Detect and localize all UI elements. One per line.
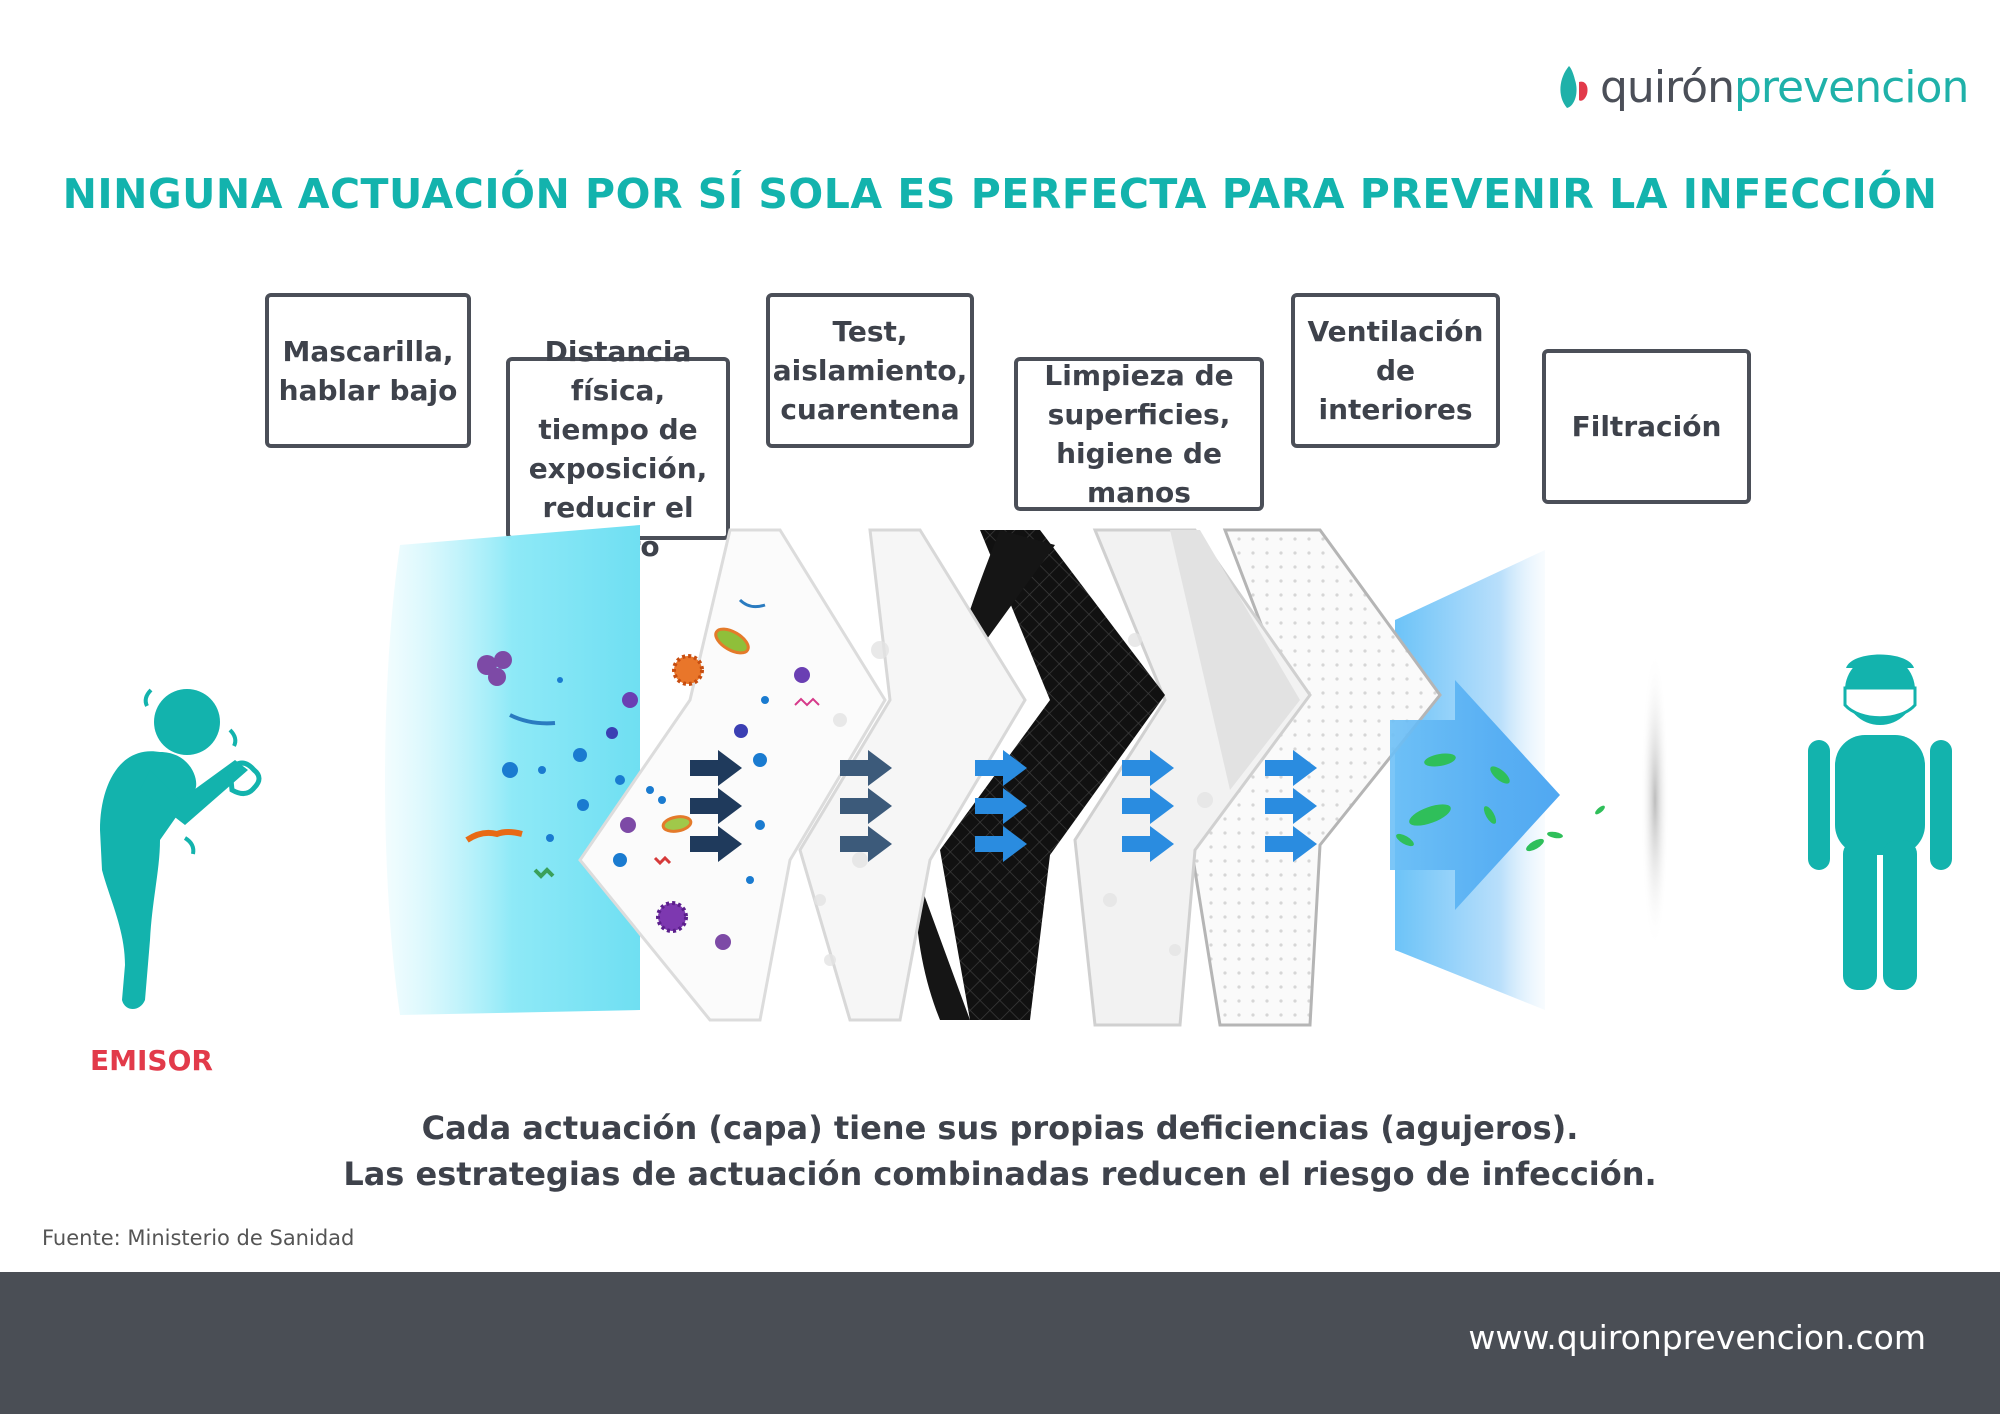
layer-3-black-mesh bbox=[940, 530, 1165, 1020]
layer-label-line: Mascarilla, bbox=[282, 334, 454, 368]
virus-icon bbox=[715, 934, 731, 950]
layer-label-line: de interiores bbox=[1318, 354, 1473, 426]
brand-logo: quirónprevencion bbox=[1555, 58, 1969, 128]
virus-icon bbox=[606, 727, 618, 739]
coughing-person-icon bbox=[100, 688, 262, 1009]
virus-icon bbox=[794, 667, 810, 683]
layer-label-limpieza: Limpieza de superficies, higiene de mano… bbox=[1014, 357, 1264, 511]
layer-label-text: Limpieza de superficies, higiene de mano… bbox=[1022, 356, 1256, 512]
leaf-icon bbox=[1409, 804, 1451, 826]
bacteria-icon bbox=[653, 855, 672, 866]
page-title: NINGUNA ACTUACIÓN POR SÍ SOLA ES PERFECT… bbox=[62, 170, 1938, 218]
layer-label-line: cuarentena bbox=[780, 393, 960, 426]
layer-label-text: Test, aislamiento, cuarentena bbox=[773, 312, 968, 429]
virus-icon bbox=[656, 901, 688, 933]
blur-barrier bbox=[1641, 650, 1669, 950]
layer-4-white bbox=[1170, 530, 1300, 790]
arrow-icon bbox=[1122, 750, 1174, 862]
leaf-icon bbox=[1526, 838, 1544, 852]
leaf-icon bbox=[1424, 753, 1456, 767]
bacteria-icon bbox=[661, 815, 693, 833]
layer-label-mascarilla: Mascarilla, hablar bajo bbox=[265, 293, 471, 448]
big-arrow-icon bbox=[1390, 680, 1560, 910]
leaf-icon bbox=[1595, 805, 1605, 815]
droplets bbox=[502, 677, 769, 884]
layer-label-line: tiempo de bbox=[538, 412, 698, 446]
bacteria-icon bbox=[794, 697, 820, 707]
layer-label-ventilacion: Ventilación de interiores bbox=[1291, 293, 1500, 448]
source-note: Fuente: Ministerio de Sanidad bbox=[42, 1226, 355, 1250]
virus-icon bbox=[672, 654, 704, 686]
virus-icon bbox=[477, 651, 512, 686]
layer-3-black-left bbox=[915, 530, 1055, 1020]
layer-label-line: Test, bbox=[832, 315, 908, 348]
bacteria-icon bbox=[738, 598, 766, 609]
bacteria-icon bbox=[533, 867, 555, 879]
swiss-cheese-diagram bbox=[100, 525, 1952, 1027]
layer-label-line: Distancia física, bbox=[544, 334, 692, 407]
caption-line-2: Las estrategias de actuación combinadas … bbox=[343, 1155, 1657, 1193]
arrow-icon bbox=[1265, 750, 1317, 862]
virus-icon bbox=[620, 817, 636, 833]
logo-drop-icon bbox=[1560, 66, 1588, 108]
footer-band bbox=[0, 1272, 2000, 1414]
pathogen-particles bbox=[465, 598, 820, 950]
layer-label-text: Mascarilla, hablar bajo bbox=[279, 332, 458, 410]
logo-word-prevencion: prevencion bbox=[1733, 62, 1969, 113]
layer-label-line: hablar bajo bbox=[278, 373, 458, 407]
bacteria-icon bbox=[714, 627, 750, 655]
layer-holes bbox=[814, 633, 1213, 966]
arrow-icon bbox=[840, 750, 892, 862]
leaf-icon bbox=[1547, 831, 1563, 839]
layer-2-white bbox=[798, 528, 1027, 1022]
layer-label-line: aislamiento, bbox=[772, 354, 968, 387]
masked-person-icon bbox=[1808, 654, 1952, 990]
caption-line-1: Cada actuación (capa) tiene sus propias … bbox=[421, 1109, 1579, 1147]
arrow-icon bbox=[690, 750, 742, 862]
layer-label-line: Filtración bbox=[1571, 410, 1722, 443]
layer-label-line: Ventilación bbox=[1307, 315, 1484, 348]
layer-label-line: Limpieza de bbox=[1044, 359, 1234, 392]
layer-label-text: Filtración bbox=[1572, 407, 1722, 446]
bacteria-icon bbox=[509, 713, 556, 726]
arrow-group bbox=[690, 750, 1317, 862]
arrow-icon bbox=[975, 750, 1027, 862]
layer-label-text: Distancia física, tiempo de exposición, … bbox=[514, 332, 722, 566]
layer-label-filtracion: Filtración bbox=[1542, 349, 1751, 504]
layer-label-test: Test, aislamiento, cuarentena bbox=[766, 293, 974, 448]
diagram-caption: Cada actuación (capa) tiene sus propias … bbox=[0, 1105, 2000, 1197]
leaf-group bbox=[1396, 753, 1605, 852]
layer-label-line: superficies, bbox=[1047, 398, 1231, 431]
leaf-icon bbox=[1490, 766, 1510, 784]
emitter-label: EMISOR bbox=[90, 1044, 213, 1077]
virus-icon bbox=[734, 724, 748, 738]
layer-label-line: higiene de manos bbox=[1056, 437, 1222, 509]
logo-word-quiron: quirón bbox=[1600, 62, 1735, 113]
leaf-icon bbox=[1396, 833, 1414, 847]
logo-text: quirónprevencion bbox=[1600, 62, 1969, 113]
website-link[interactable]: www.quironprevencion.com bbox=[1468, 1318, 1926, 1357]
layer-label-distancia: Distancia física, tiempo de exposición, … bbox=[506, 335, 730, 563]
layer-label-text: Ventilación de interiores bbox=[1299, 312, 1492, 429]
bacteria-icon bbox=[465, 829, 523, 843]
leaf-icon bbox=[1483, 806, 1497, 824]
layer-label-line: exposición, bbox=[528, 451, 708, 485]
virus-icon bbox=[622, 692, 638, 708]
